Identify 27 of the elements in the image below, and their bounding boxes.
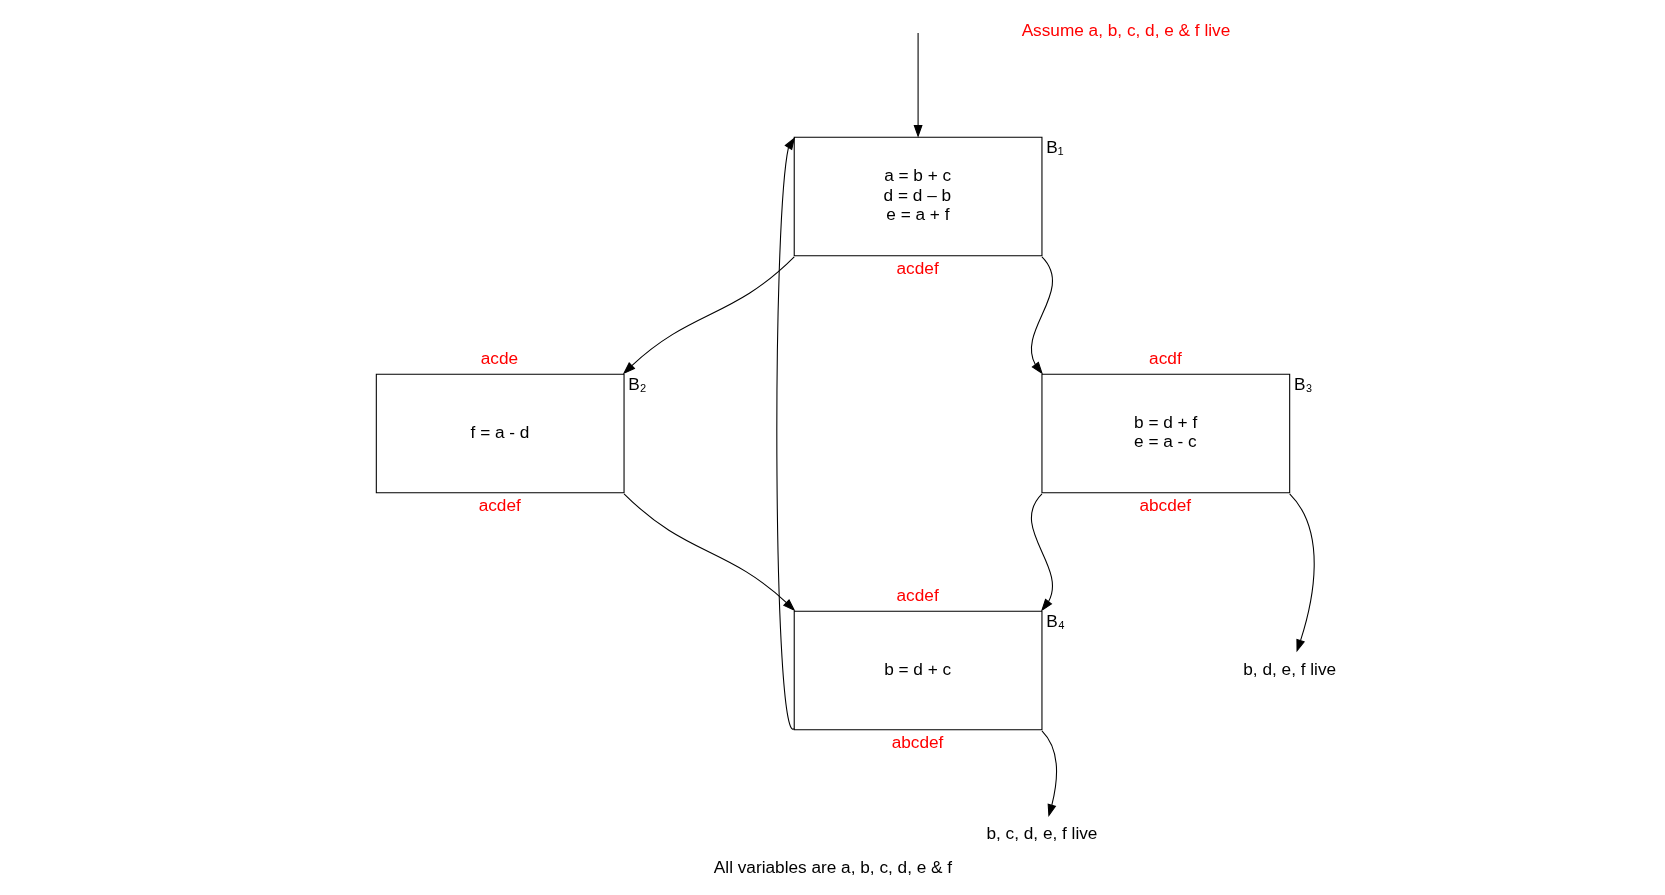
- arrow: [913, 32, 923, 138]
- node-box: b = d + c: [793, 610, 1042, 731]
- arrow: [1030, 256, 1053, 375]
- node-label: acde: [480, 348, 518, 369]
- arrow: [1040, 730, 1057, 818]
- node-box: f = a - d: [375, 373, 625, 494]
- node-label: acdef: [896, 585, 939, 606]
- label: Assume a, b, c, d, e & f live: [1021, 19, 1230, 40]
- arrow: [775, 137, 795, 730]
- node-label: abcdef: [891, 731, 943, 752]
- node-box: b = d + f e = a - c: [1040, 373, 1290, 494]
- arrow: [1288, 493, 1315, 653]
- caption: All variables are a, b, c, d, e & f: [713, 856, 952, 877]
- node-text: b, c, d, e, f live: [985, 823, 1097, 844]
- arrow: [623, 493, 795, 612]
- node-label: B₃: [1293, 374, 1312, 395]
- node-label: acdef: [896, 257, 939, 278]
- node-label: B₄: [1045, 611, 1065, 632]
- node-label: acdef: [478, 494, 521, 515]
- arrow: [622, 256, 795, 375]
- node-label: acdf: [1148, 348, 1182, 369]
- arrow: [1030, 493, 1053, 612]
- node-label: abcdef: [1138, 494, 1191, 515]
- node-text: b, d, e, f live: [1242, 658, 1336, 679]
- node-box: a = b + c d = d – b e = a + f: [793, 136, 1042, 257]
- node-label: B₂: [627, 374, 647, 395]
- node-label: B₁: [1045, 137, 1064, 158]
